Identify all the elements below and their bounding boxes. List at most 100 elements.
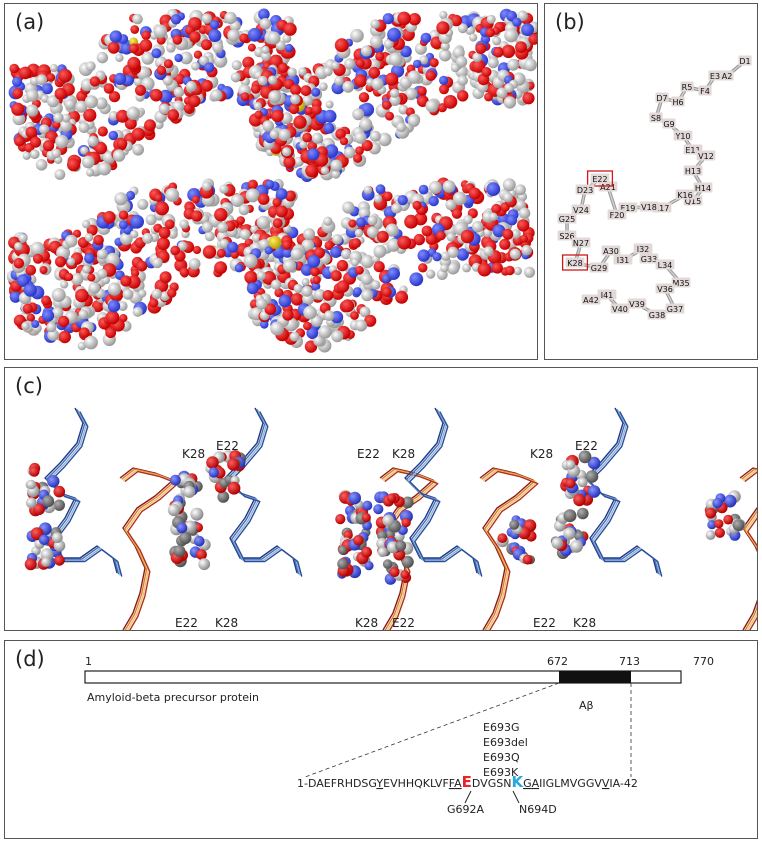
atom-sphere bbox=[318, 325, 332, 339]
atom-sphere bbox=[112, 149, 126, 162]
blue-chain-ribbon bbox=[404, 407, 483, 577]
atom-sphere bbox=[39, 124, 50, 135]
atom-sphere bbox=[144, 119, 156, 132]
atom-sphere bbox=[447, 246, 459, 258]
atom-sphere bbox=[246, 282, 259, 295]
atom-sphere bbox=[26, 89, 39, 102]
seq-dvgsn: DVGSN bbox=[472, 777, 512, 790]
atom-sphere bbox=[397, 195, 408, 206]
atom-sphere bbox=[264, 246, 273, 255]
atom-sphere bbox=[332, 234, 343, 245]
atom-sphere bbox=[275, 205, 288, 218]
atom-sphere bbox=[353, 535, 364, 546]
residue-label-bg bbox=[693, 182, 713, 193]
residue-label: A30 bbox=[603, 247, 619, 256]
ribbon-strand bbox=[739, 467, 757, 630]
ribbon-strand bbox=[407, 410, 481, 576]
atom-sphere bbox=[179, 219, 189, 229]
residue-k16: K16 bbox=[675, 189, 695, 200]
atom-sphere bbox=[53, 485, 66, 498]
atom-sphere bbox=[445, 199, 457, 211]
atom-sphere bbox=[382, 100, 392, 110]
atom-sphere bbox=[351, 258, 360, 267]
seq-a2: A bbox=[532, 777, 540, 790]
atom-sphere bbox=[290, 247, 304, 261]
seq-f: F bbox=[449, 777, 455, 790]
warm-chain-ribbon bbox=[739, 467, 757, 630]
atom-sphere bbox=[87, 135, 99, 147]
atom-sphere bbox=[59, 119, 72, 132]
atom-sphere bbox=[176, 522, 188, 534]
residue-label-bg bbox=[649, 112, 663, 123]
atom-sphere bbox=[714, 527, 726, 538]
atom-sphere bbox=[204, 231, 215, 242]
atom-sphere bbox=[484, 92, 493, 102]
residue-r5: R5 bbox=[680, 81, 694, 92]
atom-sphere bbox=[307, 148, 320, 161]
atom-sphere bbox=[723, 514, 734, 525]
atom-sphere bbox=[125, 190, 136, 201]
atom-sphere bbox=[486, 182, 501, 197]
atom-sphere bbox=[460, 229, 475, 244]
atom-sphere bbox=[260, 320, 269, 329]
residue-g33: G33 bbox=[639, 253, 659, 264]
atom-sphere bbox=[142, 232, 154, 244]
residue-label-bg bbox=[597, 289, 617, 300]
atom-sphere bbox=[376, 230, 389, 243]
atom-sphere bbox=[230, 72, 241, 83]
atom-sphere bbox=[354, 228, 364, 238]
atom-sphere bbox=[65, 272, 74, 282]
mutation-above: E693K bbox=[483, 766, 519, 779]
atom-sphere bbox=[202, 245, 217, 259]
atom-sphere bbox=[120, 275, 132, 287]
residue-label: F20 bbox=[610, 211, 625, 220]
atom-sphere bbox=[41, 309, 55, 322]
ribbon-strand bbox=[484, 470, 539, 630]
atom-sphere bbox=[75, 288, 89, 303]
atom-sphere bbox=[499, 238, 511, 250]
atom-sphere bbox=[417, 86, 427, 96]
atom-sphere bbox=[52, 307, 64, 319]
residue-f4: F4 bbox=[698, 85, 712, 96]
atom-sphere bbox=[51, 148, 61, 159]
residue-s26: S26 bbox=[557, 230, 577, 241]
atom-sphere bbox=[156, 65, 167, 76]
mutation-above: E693Q bbox=[483, 751, 520, 764]
panel-c-label: (c) bbox=[15, 374, 43, 398]
atom-sphere bbox=[49, 64, 58, 72]
atom-sphere bbox=[167, 109, 180, 121]
ribbon-strand bbox=[479, 467, 534, 630]
atom-sphere bbox=[23, 283, 37, 297]
residue-sphere-cluster bbox=[704, 490, 746, 541]
residue-v18: V18 bbox=[639, 201, 659, 212]
seq-e-highlight: E bbox=[462, 773, 472, 791]
atom-sphere bbox=[270, 321, 284, 336]
atom-sphere bbox=[81, 155, 95, 169]
residue-label: E22 bbox=[592, 175, 607, 184]
ribbon-strand bbox=[744, 471, 757, 630]
atom-sphere bbox=[436, 21, 450, 35]
atom-sphere bbox=[462, 263, 472, 273]
fibril-unit bbox=[243, 177, 535, 353]
ribbon-strand bbox=[47, 410, 121, 576]
atom-sphere bbox=[51, 288, 66, 302]
atom-sphere bbox=[151, 48, 162, 59]
atom-sphere bbox=[522, 554, 533, 565]
atom-sphere bbox=[262, 120, 275, 132]
atom-sphere bbox=[12, 76, 23, 87]
atom-sphere bbox=[254, 110, 263, 119]
atom-sphere bbox=[159, 271, 172, 284]
atom-sphere bbox=[343, 146, 356, 159]
atom-sphere bbox=[723, 494, 737, 508]
atom-sphere bbox=[412, 200, 422, 210]
atom-sphere bbox=[47, 329, 59, 341]
atom-sphere bbox=[46, 95, 60, 108]
atom-sphere bbox=[452, 191, 467, 206]
atom-sphere bbox=[54, 87, 67, 100]
atom-sphere bbox=[355, 146, 364, 156]
atom-sphere bbox=[587, 485, 601, 498]
atom-sphere bbox=[350, 311, 359, 320]
residue-sphere-cluster bbox=[496, 515, 537, 565]
panel-d-label: (d) bbox=[15, 647, 45, 671]
